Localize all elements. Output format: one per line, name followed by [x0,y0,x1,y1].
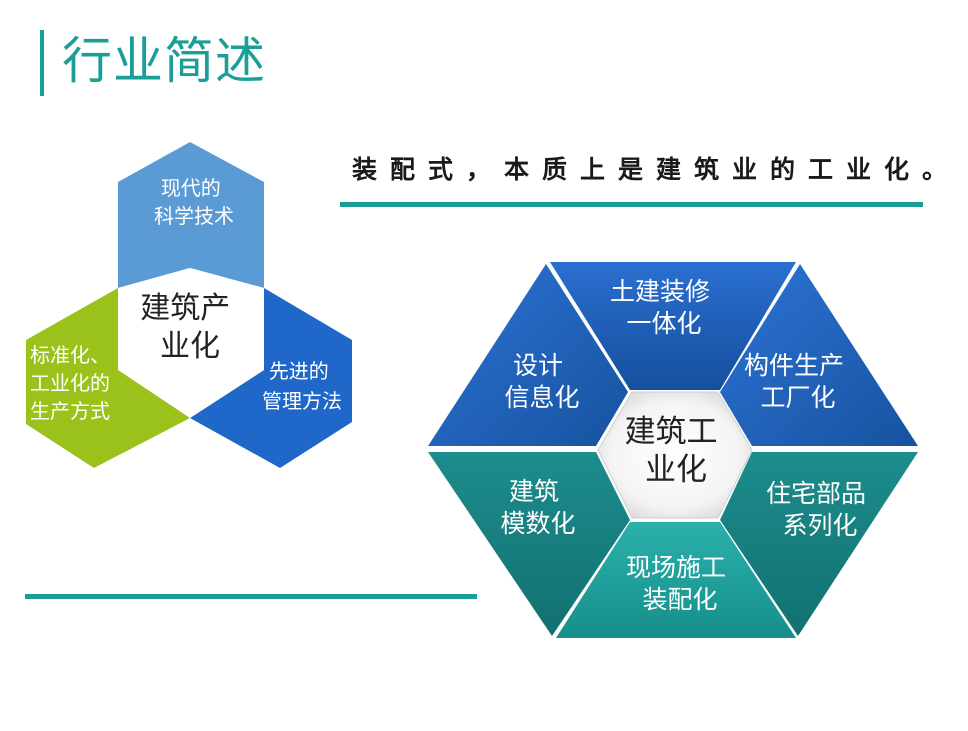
tagline: 装配式，本质上是建筑业的工业化。 [352,155,961,184]
right-center-hexagon [597,391,753,519]
page-title: 行业简述 [62,32,266,90]
right-diagram: 土建装修 一体化 构件生产 工厂化 住宅部品 系列化 现场施工 装配化 建筑 模… [428,262,918,638]
right-segment-modular [428,452,630,636]
title-accent-bar [40,30,44,96]
right-segment-factory [720,264,918,446]
right-segment-assembly [556,522,796,638]
right-segment-design [428,264,628,446]
left-label-management: 先进的 管理方法 [262,359,342,413]
left-label-standardization: 标准化、 工业化的 生产方式 [30,343,116,423]
right-label-integration: 土建装修 一体化 [610,277,718,338]
right-label-modular: 建筑 模数化 [500,477,575,538]
right-label-design: 设计 信息化 [504,351,579,412]
right-label-series: 住宅部品 系列化 [766,479,874,540]
left-diagram: 现代的 科学技术 先进的 管理方法 标准化、 工业化的 生产方式 建筑产 业化 [26,142,352,468]
right-center-label: 建筑工 业化 [625,414,728,488]
left-segment-science [118,142,264,288]
bottom-divider [25,594,477,599]
right-segment-integration [550,262,796,390]
right-segment-series [720,452,918,636]
left-segment-management [190,288,352,468]
left-center-hexagon [118,268,264,418]
right-label-assembly: 现场施工 装配化 [626,553,734,614]
left-center-label: 建筑产 业化 [140,291,240,364]
left-label-science: 现代的 科学技术 [154,176,234,228]
left-segment-standardization [26,288,190,468]
right-label-factory: 构件生产 工厂化 [744,351,852,412]
tagline-underline [340,202,923,207]
